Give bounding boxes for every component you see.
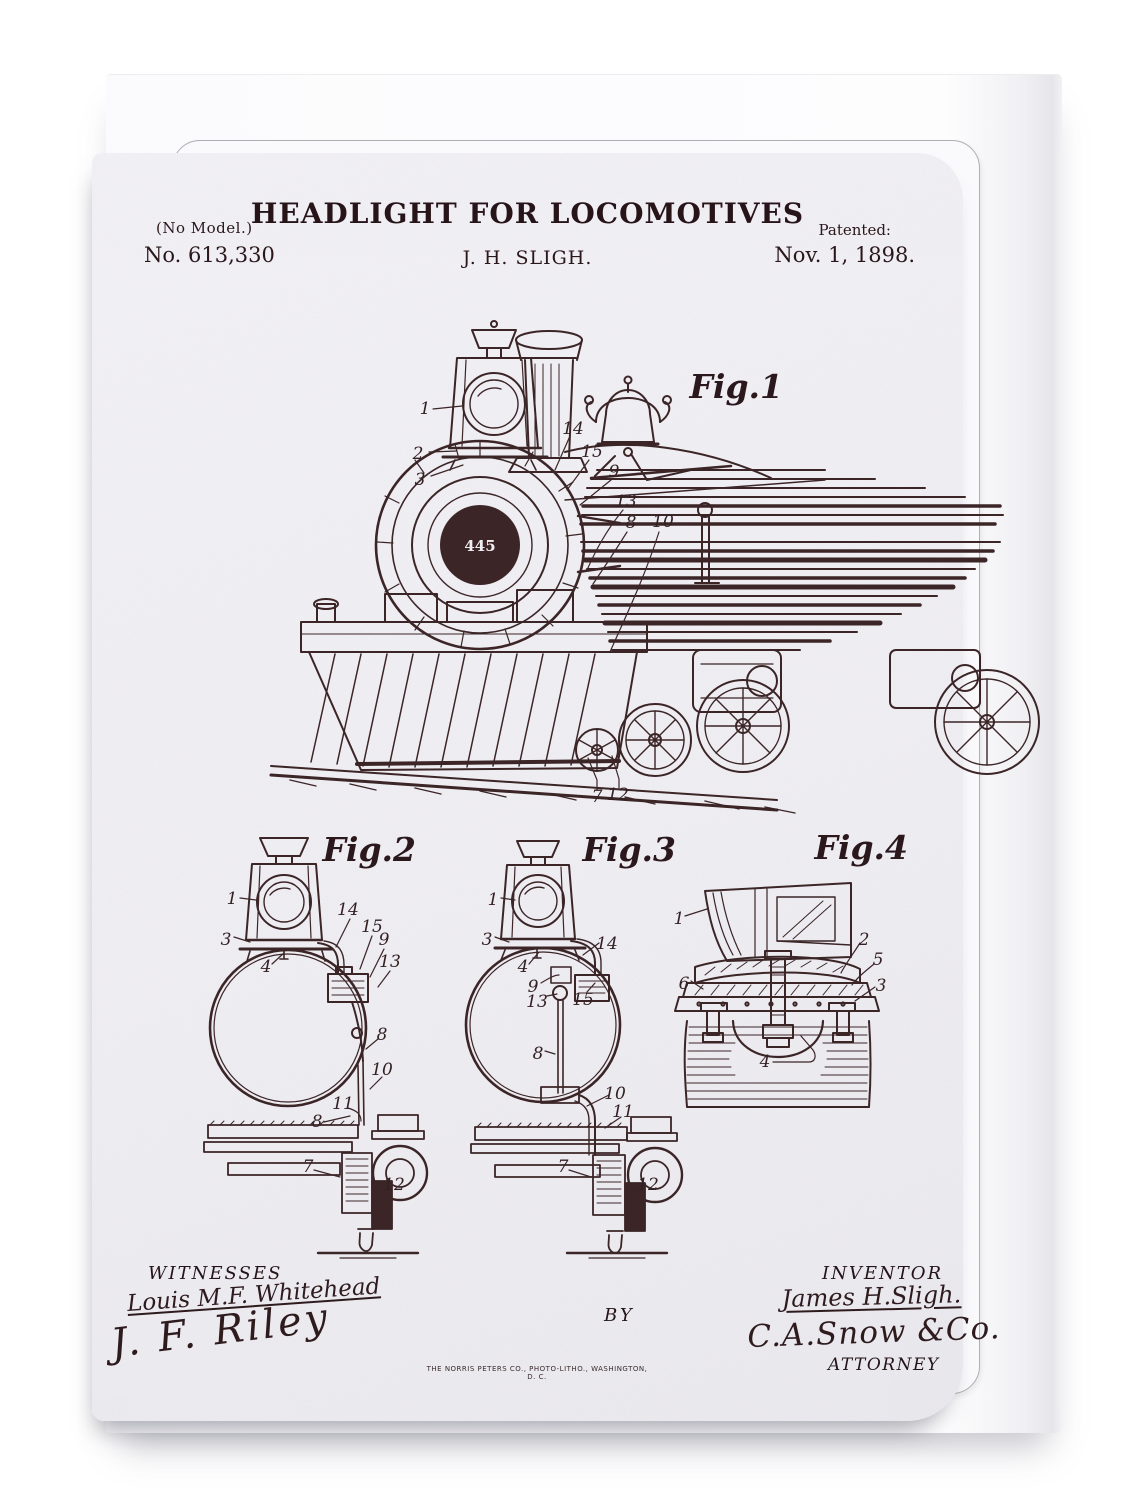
figure-3-drawing: Fig.3	[464, 830, 684, 1259]
fig1-reference-labels: 1 2 3 14 15 9 13 8 10 7 12	[412, 399, 674, 807]
svg-text:14: 14	[562, 419, 584, 439]
inventor-signature: James H.Sligh.	[781, 1280, 962, 1313]
svg-text:6: 6	[679, 974, 690, 994]
patent-print-card: HEADLIGHT FOR LOCOMOTIVES (No Model.) No…	[92, 153, 1040, 1421]
fig4-pedestal	[704, 882, 852, 962]
fig4-label: Fig.4	[814, 828, 909, 867]
printer-credit-line: THE NORRIS PETERS CO., PHOTO-LITHO., WAS…	[426, 1365, 648, 1381]
svg-text:5: 5	[873, 950, 884, 970]
fig2-label: Fig.2	[322, 830, 417, 869]
svg-text:8: 8	[312, 1112, 323, 1132]
fig4-bolts	[700, 950, 856, 1048]
svg-text:13: 13	[615, 492, 637, 512]
svg-text:7: 7	[558, 1157, 569, 1177]
figure-4-drawing: Fig.4	[674, 828, 909, 1108]
inventor-name-header: J. H. SLIGH.	[462, 247, 593, 269]
svg-text:7: 7	[303, 1157, 314, 1177]
svg-text:10: 10	[371, 1060, 393, 1080]
svg-text:2: 2	[858, 930, 870, 950]
svg-text:11: 11	[612, 1102, 634, 1122]
fig4-reference-labels: 1 2 5 6 3 4	[674, 908, 887, 1072]
fig1-smokebox	[374, 439, 622, 651]
svg-text:10: 10	[652, 512, 674, 532]
svg-text:1: 1	[420, 399, 431, 419]
svg-text:15: 15	[581, 442, 603, 462]
svg-text:4: 4	[759, 1052, 771, 1072]
fig3-reference-labels: 1 3 4 14 9 13 15 8 10 11 7 12	[482, 890, 659, 1195]
svg-text:15: 15	[361, 917, 383, 937]
attorney-signature: C.A.Snow &Co.	[746, 1310, 1002, 1355]
svg-text:1: 1	[674, 909, 685, 929]
fig1-front-beam	[300, 589, 648, 653]
svg-text:11: 11	[332, 1094, 354, 1114]
fig1-headlight	[441, 320, 549, 471]
svg-text:1: 1	[227, 889, 238, 909]
svg-text:14: 14	[337, 900, 359, 920]
svg-text:3: 3	[415, 470, 426, 490]
svg-text:4: 4	[260, 957, 272, 977]
patent-number: No. 613,330	[144, 243, 275, 267]
svg-text:7: 7	[592, 787, 603, 807]
fig1-cowcatcher	[308, 651, 638, 771]
fig3-stack-ring	[464, 946, 622, 1104]
patent-date: Nov. 1, 1898.	[774, 243, 915, 267]
by-label: BY	[604, 1305, 635, 1326]
fig1-number-plate: 445	[464, 537, 495, 555]
svg-text:9: 9	[609, 462, 620, 482]
svg-text:13: 13	[526, 992, 548, 1012]
patented-label: Patented:	[818, 221, 892, 239]
svg-text:12: 12	[607, 785, 629, 805]
svg-text:8: 8	[626, 513, 637, 533]
fig3-label: Fig.3	[582, 830, 677, 869]
patent-title: HEADLIGHT FOR LOCOMOTIVES	[250, 197, 805, 230]
fig3-base-mechanism	[470, 1086, 684, 1259]
fig1-cylinders-wheels	[575, 649, 1040, 777]
svg-text:8: 8	[533, 1044, 544, 1064]
fig1-smokestack	[508, 330, 588, 473]
svg-text:3: 3	[482, 930, 493, 950]
fig2-stack-ring	[208, 948, 368, 1108]
svg-text:4: 4	[517, 957, 529, 977]
svg-text:9: 9	[379, 930, 390, 950]
fig1-steam-valve	[694, 502, 720, 584]
witnesses-label: WITNESSES	[148, 1263, 283, 1284]
fig1-bell	[584, 375, 733, 481]
svg-text:13: 13	[379, 952, 401, 972]
attorney-label: ATTORNEY	[828, 1355, 940, 1375]
fig1-boiler-shading	[564, 443, 1004, 651]
svg-text:10: 10	[604, 1084, 626, 1104]
svg-text:3: 3	[876, 976, 887, 996]
fig2-reference-labels: 1 3 4 14 15 9 13 8 10 11 8 7 12	[221, 889, 405, 1195]
svg-text:12: 12	[637, 1175, 659, 1195]
no-model-note: (No Model.)	[156, 219, 253, 237]
figure-2-drawing: Fig.2	[203, 830, 429, 1259]
fig1-track	[269, 765, 796, 814]
svg-text:14: 14	[596, 934, 618, 954]
fig2-base-mechanism	[203, 1114, 429, 1259]
svg-text:1: 1	[488, 890, 499, 910]
svg-text:9: 9	[528, 977, 539, 997]
svg-text:8: 8	[377, 1025, 388, 1045]
fig2-lamp	[238, 837, 334, 962]
fig1-label: Fig.1	[689, 367, 784, 406]
inventor-label: INVENTOR	[822, 1263, 944, 1284]
figure-1-locomotive-drawing: Fig.1 445	[269, 320, 1040, 814]
fig4-lower-block	[683, 1019, 872, 1108]
svg-text:15: 15	[572, 990, 594, 1010]
svg-text:2: 2	[412, 444, 424, 464]
svg-text:3: 3	[221, 930, 232, 950]
svg-text:12: 12	[383, 1175, 405, 1195]
